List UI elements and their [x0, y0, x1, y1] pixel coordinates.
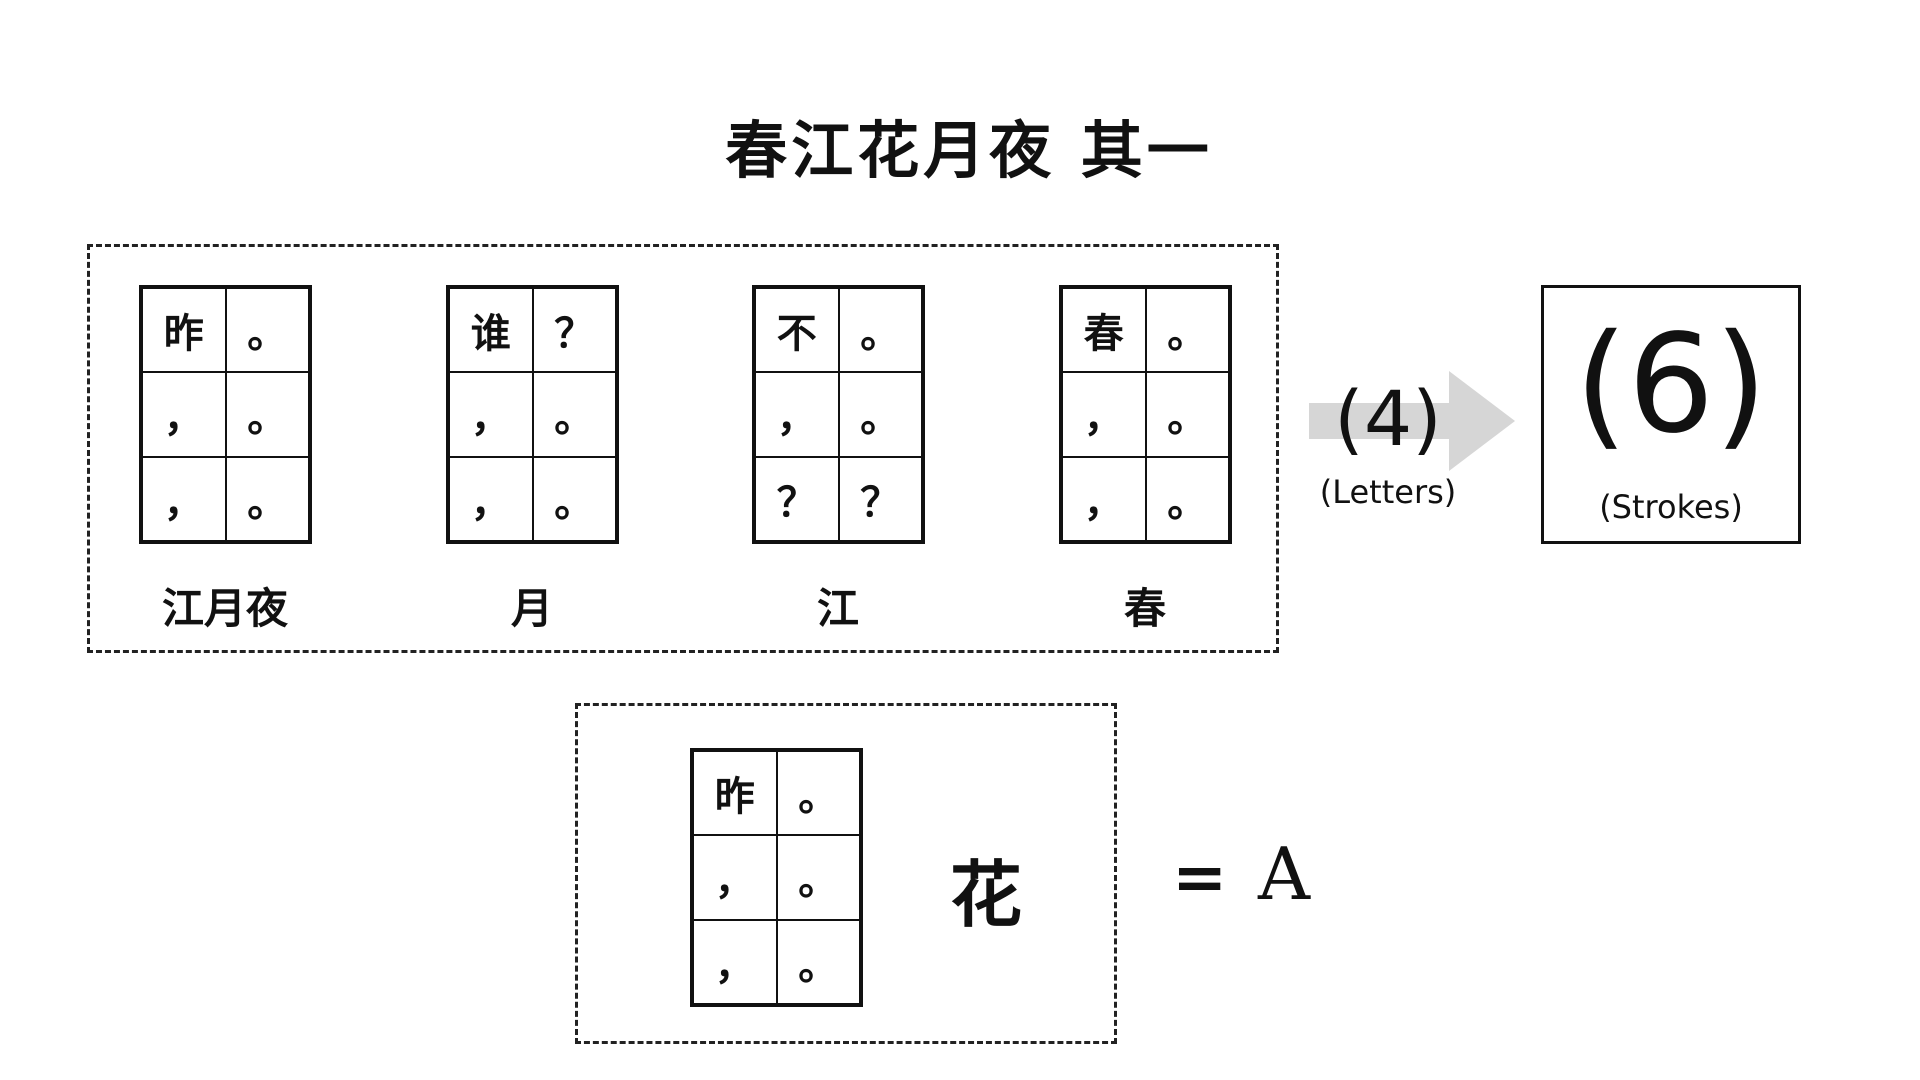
grid-cell: ， [142, 372, 226, 457]
grid-cell: ， [449, 372, 533, 457]
grid-cell: 。 [225, 372, 309, 457]
grid-cell: 。 [776, 751, 860, 836]
grid-cell: ， [693, 919, 777, 1004]
grid-cell: ， [1062, 456, 1146, 541]
strokes-count: (6) [1574, 306, 1768, 464]
strokes-caption: (Strokes) [1599, 488, 1743, 526]
puzzle-label: 江月夜 [161, 584, 288, 633]
question-grid: 昨。，。，。 [690, 748, 863, 1007]
grid-cell: ， [693, 835, 777, 920]
grid-cell: ， [449, 456, 533, 541]
arrow-icon [1309, 371, 1515, 471]
page-title: 春江花月夜 其一 [725, 114, 1213, 187]
puzzle-grid: 春。，。，。 [1059, 285, 1232, 544]
question-box [575, 703, 1117, 1044]
grid-cell: 。 [838, 372, 922, 457]
grid-cell: 。 [776, 835, 860, 920]
grid-cell: 不 [755, 288, 839, 373]
puzzle-grid: 不。，。？？ [752, 285, 925, 544]
answer: A [1258, 832, 1310, 916]
question-label: 花 [949, 852, 1022, 937]
result-box: (6) (Strokes) [1541, 285, 1801, 544]
grid-cell: 。 [1145, 372, 1229, 457]
examples-box [87, 244, 1279, 653]
grid-cell: 。 [838, 288, 922, 373]
puzzle-label: 江 [816, 584, 859, 633]
grid-cell: 。 [776, 919, 860, 1004]
letters-count: (4) [1334, 374, 1442, 463]
grid-cell: 。 [225, 456, 309, 541]
puzzle-label: 春 [1123, 584, 1166, 633]
grid-cell: ？ [532, 288, 616, 373]
puzzle-grid: 谁？，。，。 [446, 285, 619, 544]
grid-cell: ， [755, 372, 839, 457]
grid-cell: ？ [755, 456, 839, 541]
grid-cell: 。 [532, 456, 616, 541]
grid-cell: 春 [1062, 288, 1146, 373]
grid-cell: ， [1062, 372, 1146, 457]
grid-cell: 。 [1145, 456, 1229, 541]
grid-cell: 昨 [693, 751, 777, 836]
puzzle-label: 月 [510, 584, 553, 633]
grid-cell: 。 [225, 288, 309, 373]
equals-sign: = [1172, 838, 1228, 916]
letters-caption: (Letters) [1319, 473, 1457, 511]
grid-cell: ？ [838, 456, 922, 541]
grid-cell: 。 [1145, 288, 1229, 373]
grid-cell: 。 [532, 372, 616, 457]
puzzle-grid: 昨。，。，。 [139, 285, 312, 544]
grid-cell: 昨 [142, 288, 226, 373]
grid-cell: 谁 [449, 288, 533, 373]
grid-cell: ， [142, 456, 226, 541]
